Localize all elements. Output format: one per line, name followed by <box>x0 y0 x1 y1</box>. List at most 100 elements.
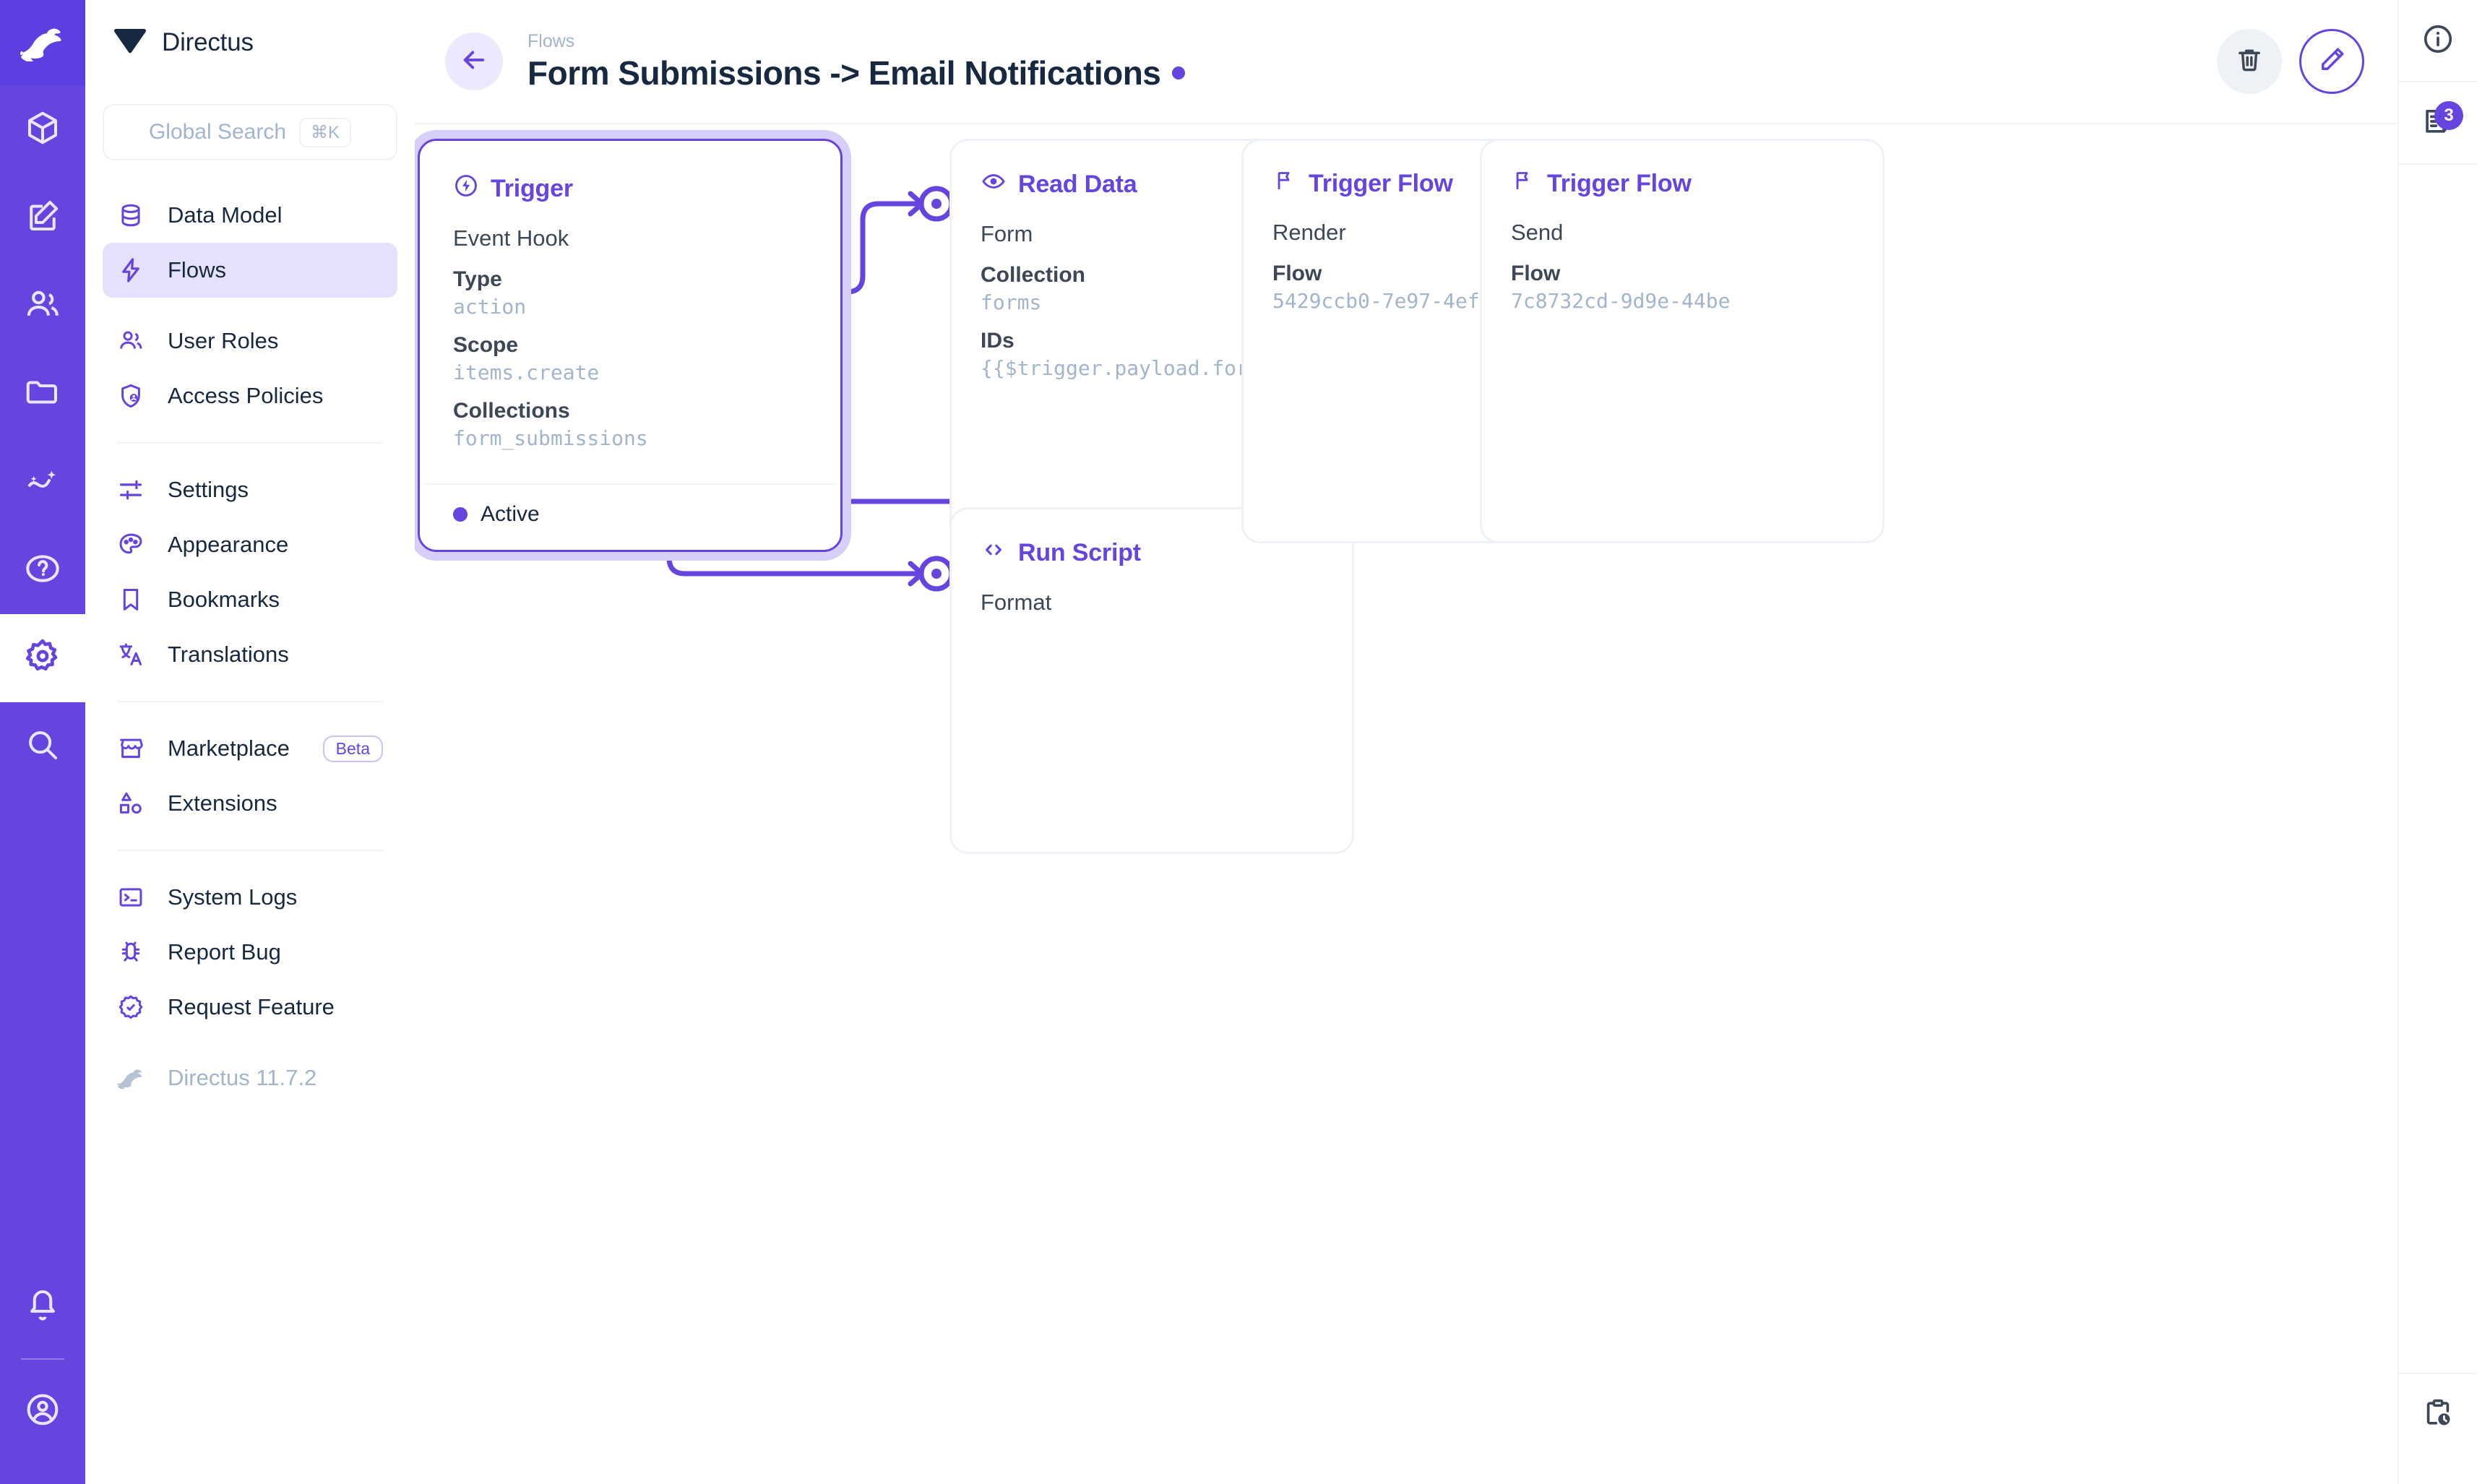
status-dot <box>453 507 468 522</box>
activity-log-button[interactable] <box>2398 1373 2477 1455</box>
insights-icon <box>23 461 62 504</box>
back-button[interactable] <box>445 33 503 90</box>
sidebar-item-bookmarks[interactable]: Bookmarks <box>103 572 397 627</box>
rail-item-user-directory[interactable] <box>0 262 85 350</box>
bolt-icon <box>117 256 150 284</box>
flow-node-run-script[interactable]: Run Script Format <box>949 507 1354 854</box>
search-icon <box>23 725 62 768</box>
sidebar-item-label: Flows <box>168 257 226 282</box>
field-label: Flow <box>1272 262 1322 285</box>
node-header: Read Data <box>981 168 1323 201</box>
revisions-button[interactable]: 3 <box>2398 82 2477 165</box>
sidebar-item-label: Appearance <box>168 532 289 557</box>
rail-item-content[interactable] <box>0 85 85 173</box>
directus-rabbit-logo[interactable] <box>0 0 85 85</box>
clipboard-clock-icon <box>2421 1397 2455 1433</box>
sidebar-item-label: Marketplace <box>168 735 290 761</box>
flow-node-trigger-flow-send[interactable]: Trigger Flow Send Flow 7c8732cd-9d9e-44b… <box>1480 139 1884 543</box>
info-sidebar-button[interactable] <box>2398 0 2477 82</box>
right-sidebar: 3 <box>2398 0 2477 1484</box>
settings-navigation-sidebar: Directus Global Search ⌘K Data Model Flo… <box>85 0 415 1484</box>
translate-icon <box>117 641 150 668</box>
sidebar-item-appearance[interactable]: Appearance <box>103 517 397 572</box>
sidebar-item-translations[interactable]: Translations <box>103 627 397 682</box>
users-icon <box>117 327 150 355</box>
flag-icon <box>1272 168 1297 199</box>
shapes-icon <box>117 790 150 817</box>
terminal-icon <box>117 884 150 911</box>
sidebar-item-data-model[interactable]: Data Model <box>103 188 397 243</box>
field-label: Flow <box>1511 262 1561 285</box>
field-value: items.create <box>453 361 600 384</box>
trigger-bolt-circle-icon <box>453 173 479 205</box>
field-label: Collection <box>981 263 1086 287</box>
node-subtitle: Form <box>981 221 1033 246</box>
node-subtitle: Format <box>981 590 1052 615</box>
breadcrumb[interactable]: Flows <box>527 30 575 51</box>
node-subtitle: Render <box>1272 220 1346 245</box>
sidebar-item-flows[interactable]: Flows <box>103 243 397 298</box>
sidebar-item-label: Report Bug <box>168 939 281 965</box>
sidebar-divider <box>117 850 383 851</box>
rail-item-settings[interactable] <box>0 614 85 702</box>
field-label: IDs <box>981 329 1015 353</box>
sidebar-item-access-policies[interactable]: Access Policies <box>103 368 397 423</box>
field-value: form_submissions <box>453 426 648 450</box>
rail-item-notifications[interactable] <box>0 1263 85 1351</box>
eye-icon <box>981 168 1007 201</box>
node-status: Active <box>453 485 807 527</box>
palette-icon <box>117 531 150 558</box>
sidebar-item-label: Extensions <box>168 790 277 816</box>
rail-item-file-library[interactable] <box>0 350 85 438</box>
sidebar-item-label: Data Model <box>168 202 283 228</box>
field-label: Type <box>453 267 502 291</box>
rail-item-help[interactable] <box>0 526 85 614</box>
field-value: forms <box>981 290 1042 314</box>
badge-check-icon <box>117 993 150 1021</box>
directus-rabbit-icon <box>117 1067 150 1089</box>
node-subtitle: Event Hook <box>453 225 569 251</box>
node-type-label: Run Script <box>1018 539 1141 566</box>
search-input[interactable]: Global Search ⌘K <box>103 104 397 160</box>
sidebar-item-report-bug[interactable]: Report Bug <box>103 925 397 980</box>
sidebar-item-marketplace[interactable]: Marketplace Beta <box>103 721 397 776</box>
field-value: {{$trigger.payload.form}} <box>981 356 1285 380</box>
rail-item-editor[interactable] <box>0 173 85 262</box>
info-circle-icon <box>2421 22 2455 59</box>
node-subtitle: Send <box>1511 220 1564 245</box>
divider <box>424 483 836 485</box>
sidebar-item-user-roles[interactable]: User Roles <box>103 314 397 368</box>
box-icon <box>23 108 62 151</box>
status-badge <box>1172 66 1186 79</box>
search-placeholder: Global Search <box>148 120 287 144</box>
page-header: Flows Form Submissions -> Email Notifica… <box>415 0 2398 124</box>
flow-node-trigger[interactable]: Trigger Event Hook Type action Scope ite… <box>418 139 843 552</box>
sidebar-item-extensions[interactable]: Extensions <box>103 776 397 831</box>
rail-item-search[interactable] <box>0 702 85 790</box>
node-header: Run Script <box>981 537 1323 569</box>
sidebar-item-label: System Logs <box>168 884 298 910</box>
module-bar <box>0 0 85 1484</box>
bug-icon <box>117 939 150 966</box>
version-label: Directus 11.7.2 <box>103 1051 397 1105</box>
sidebar-item-settings[interactable]: Settings <box>103 462 397 517</box>
help-circle-icon <box>23 549 62 592</box>
field-label: Scope <box>453 333 519 357</box>
status-badge: Beta <box>322 735 383 762</box>
revisions-count-badge: 3 <box>2434 101 2463 130</box>
sidebar-item-request-feature[interactable]: Request Feature <box>103 980 397 1035</box>
edit-square-icon <box>23 197 62 239</box>
arrow-left-icon <box>459 45 489 79</box>
field-label: Collections <box>453 399 570 423</box>
flow-canvas[interactable]: Trigger Event Hook Type action Scope ite… <box>415 124 2398 1484</box>
sliders-icon <box>117 476 150 504</box>
rail-item-account[interactable] <box>0 1367 85 1455</box>
bell-icon <box>23 1286 62 1329</box>
delete-flow-button[interactable] <box>2217 29 2282 94</box>
edit-flow-button[interactable] <box>2299 29 2364 94</box>
project-logo-icon <box>114 28 146 57</box>
brand-name: Directus <box>162 28 254 56</box>
sidebar-item-system-logs[interactable]: System Logs <box>103 870 397 925</box>
version-text: Directus 11.7.2 <box>168 1065 317 1090</box>
rail-item-insights[interactable] <box>0 438 85 526</box>
